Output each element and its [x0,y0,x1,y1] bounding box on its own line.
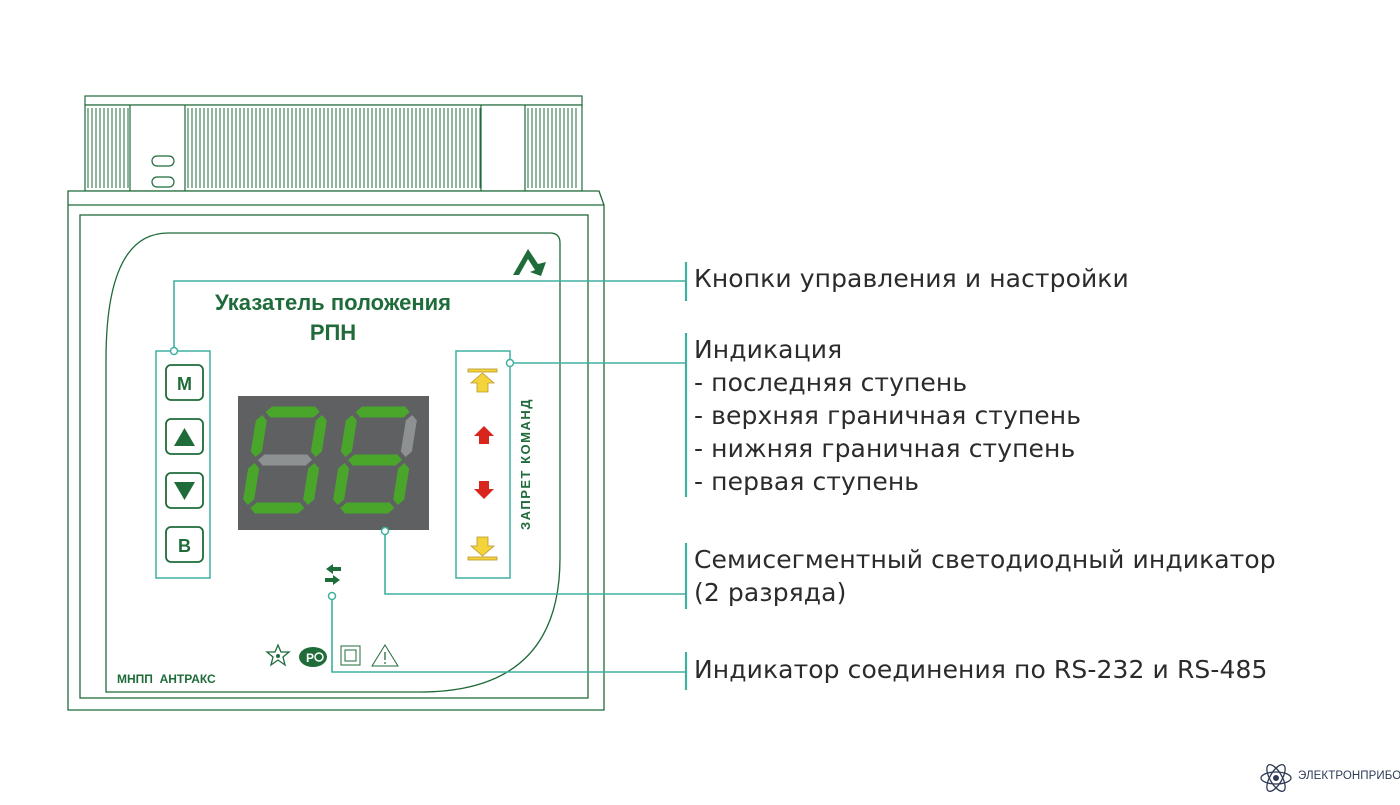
double-square-icon [340,645,361,666]
legend-controls-text: Кнопки управления и настройки [694,264,1129,293]
legend-indication-item: - последняя ступень [694,368,968,397]
segment-g [258,454,312,466]
legend-indication-item: - верхняя граничная ступень [694,401,1082,430]
arrow-up-icon [474,426,494,444]
leader-dot-connection [327,591,337,601]
legend-controls: Кнопки управления и настройки [694,262,1129,295]
menu-button[interactable]: М [165,364,204,401]
brand-logo-icon [513,249,546,276]
segment-d [340,502,395,514]
up-triangle-icon [174,428,195,446]
arrow-down-icon [474,481,494,499]
segment-a [355,406,410,418]
control-buttons-panel: М В [155,350,211,579]
footer-brand: ЭЛЕКТРОНПРИБОР [1258,760,1400,798]
segment-a [265,406,320,418]
segment-e [333,463,350,505]
command-ban-label: ЗАПРЕТ КОМАНД [518,398,533,530]
legend-display: Семисегментный светодиодный индикатор (2… [694,543,1276,609]
segment-c [393,463,410,505]
segment-f [340,415,357,457]
legend-indication-title: Индикация [694,335,843,364]
device-title-line2: РПН [310,320,356,345]
segment-b [310,415,327,457]
terminal-block [84,95,583,192]
down-triangle-icon [174,482,195,500]
segment-g [348,454,402,466]
footer-brand-text: ЭЛЕКТРОНПРИБОР [1298,770,1400,782]
command-ban-panel: ЗАПРЕТ КОМАНД [455,350,533,579]
pointer-down-arrow-icon [467,536,498,561]
leader-dot-display [380,526,390,536]
segment-c [303,463,320,505]
legend-connection-text: Индикатор соединения по RS-232 и RS-485 [694,655,1268,684]
segment-e [243,463,260,505]
legend-connection: Индикатор соединения по RS-232 и RS-485 [694,653,1268,686]
segment-b [400,415,417,457]
leader-display [384,531,686,595]
menu-button-label: М [177,374,192,394]
up-button[interactable] [165,418,204,455]
display-digit [333,406,417,514]
seven-segment-display [238,396,429,530]
device-title-line1: Указатель положения [215,290,451,315]
down-button[interactable] [165,472,204,509]
legend-indication: Индикация - последняя ступень - верхняя … [694,333,1081,498]
enter-button-label: В [178,536,191,556]
leader-dot-controls [169,346,179,356]
certification-marks: P [265,643,399,667]
leader-controls [173,280,686,351]
atom-logo-icon [1260,764,1292,792]
rs-link-arrows-icon [325,564,341,585]
leader-dot-indication [505,358,515,368]
legend-indication-item: - нижняя граничная ступень [694,434,1076,463]
enter-button[interactable]: В [165,526,204,563]
pointer-up-arrow-icon [467,368,498,393]
segment-d [250,502,305,514]
legend-display-line1: Семисегментный светодиодный индикатор [694,545,1276,574]
warning-triangle-icon [371,644,399,667]
leader-lines [173,280,686,673]
rst-certification-icon: P [299,647,327,667]
manufacturer-label: МНПП АНТРАКС [117,672,216,686]
leader-connection [331,596,686,673]
star-certification-icon [265,643,291,667]
display-digit [243,406,327,514]
svg-text:P: P [306,651,314,665]
legend-display-line2: (2 разряда) [694,578,847,607]
legend-indication-item: - первая ступень [694,467,920,496]
segment-f [250,415,267,457]
